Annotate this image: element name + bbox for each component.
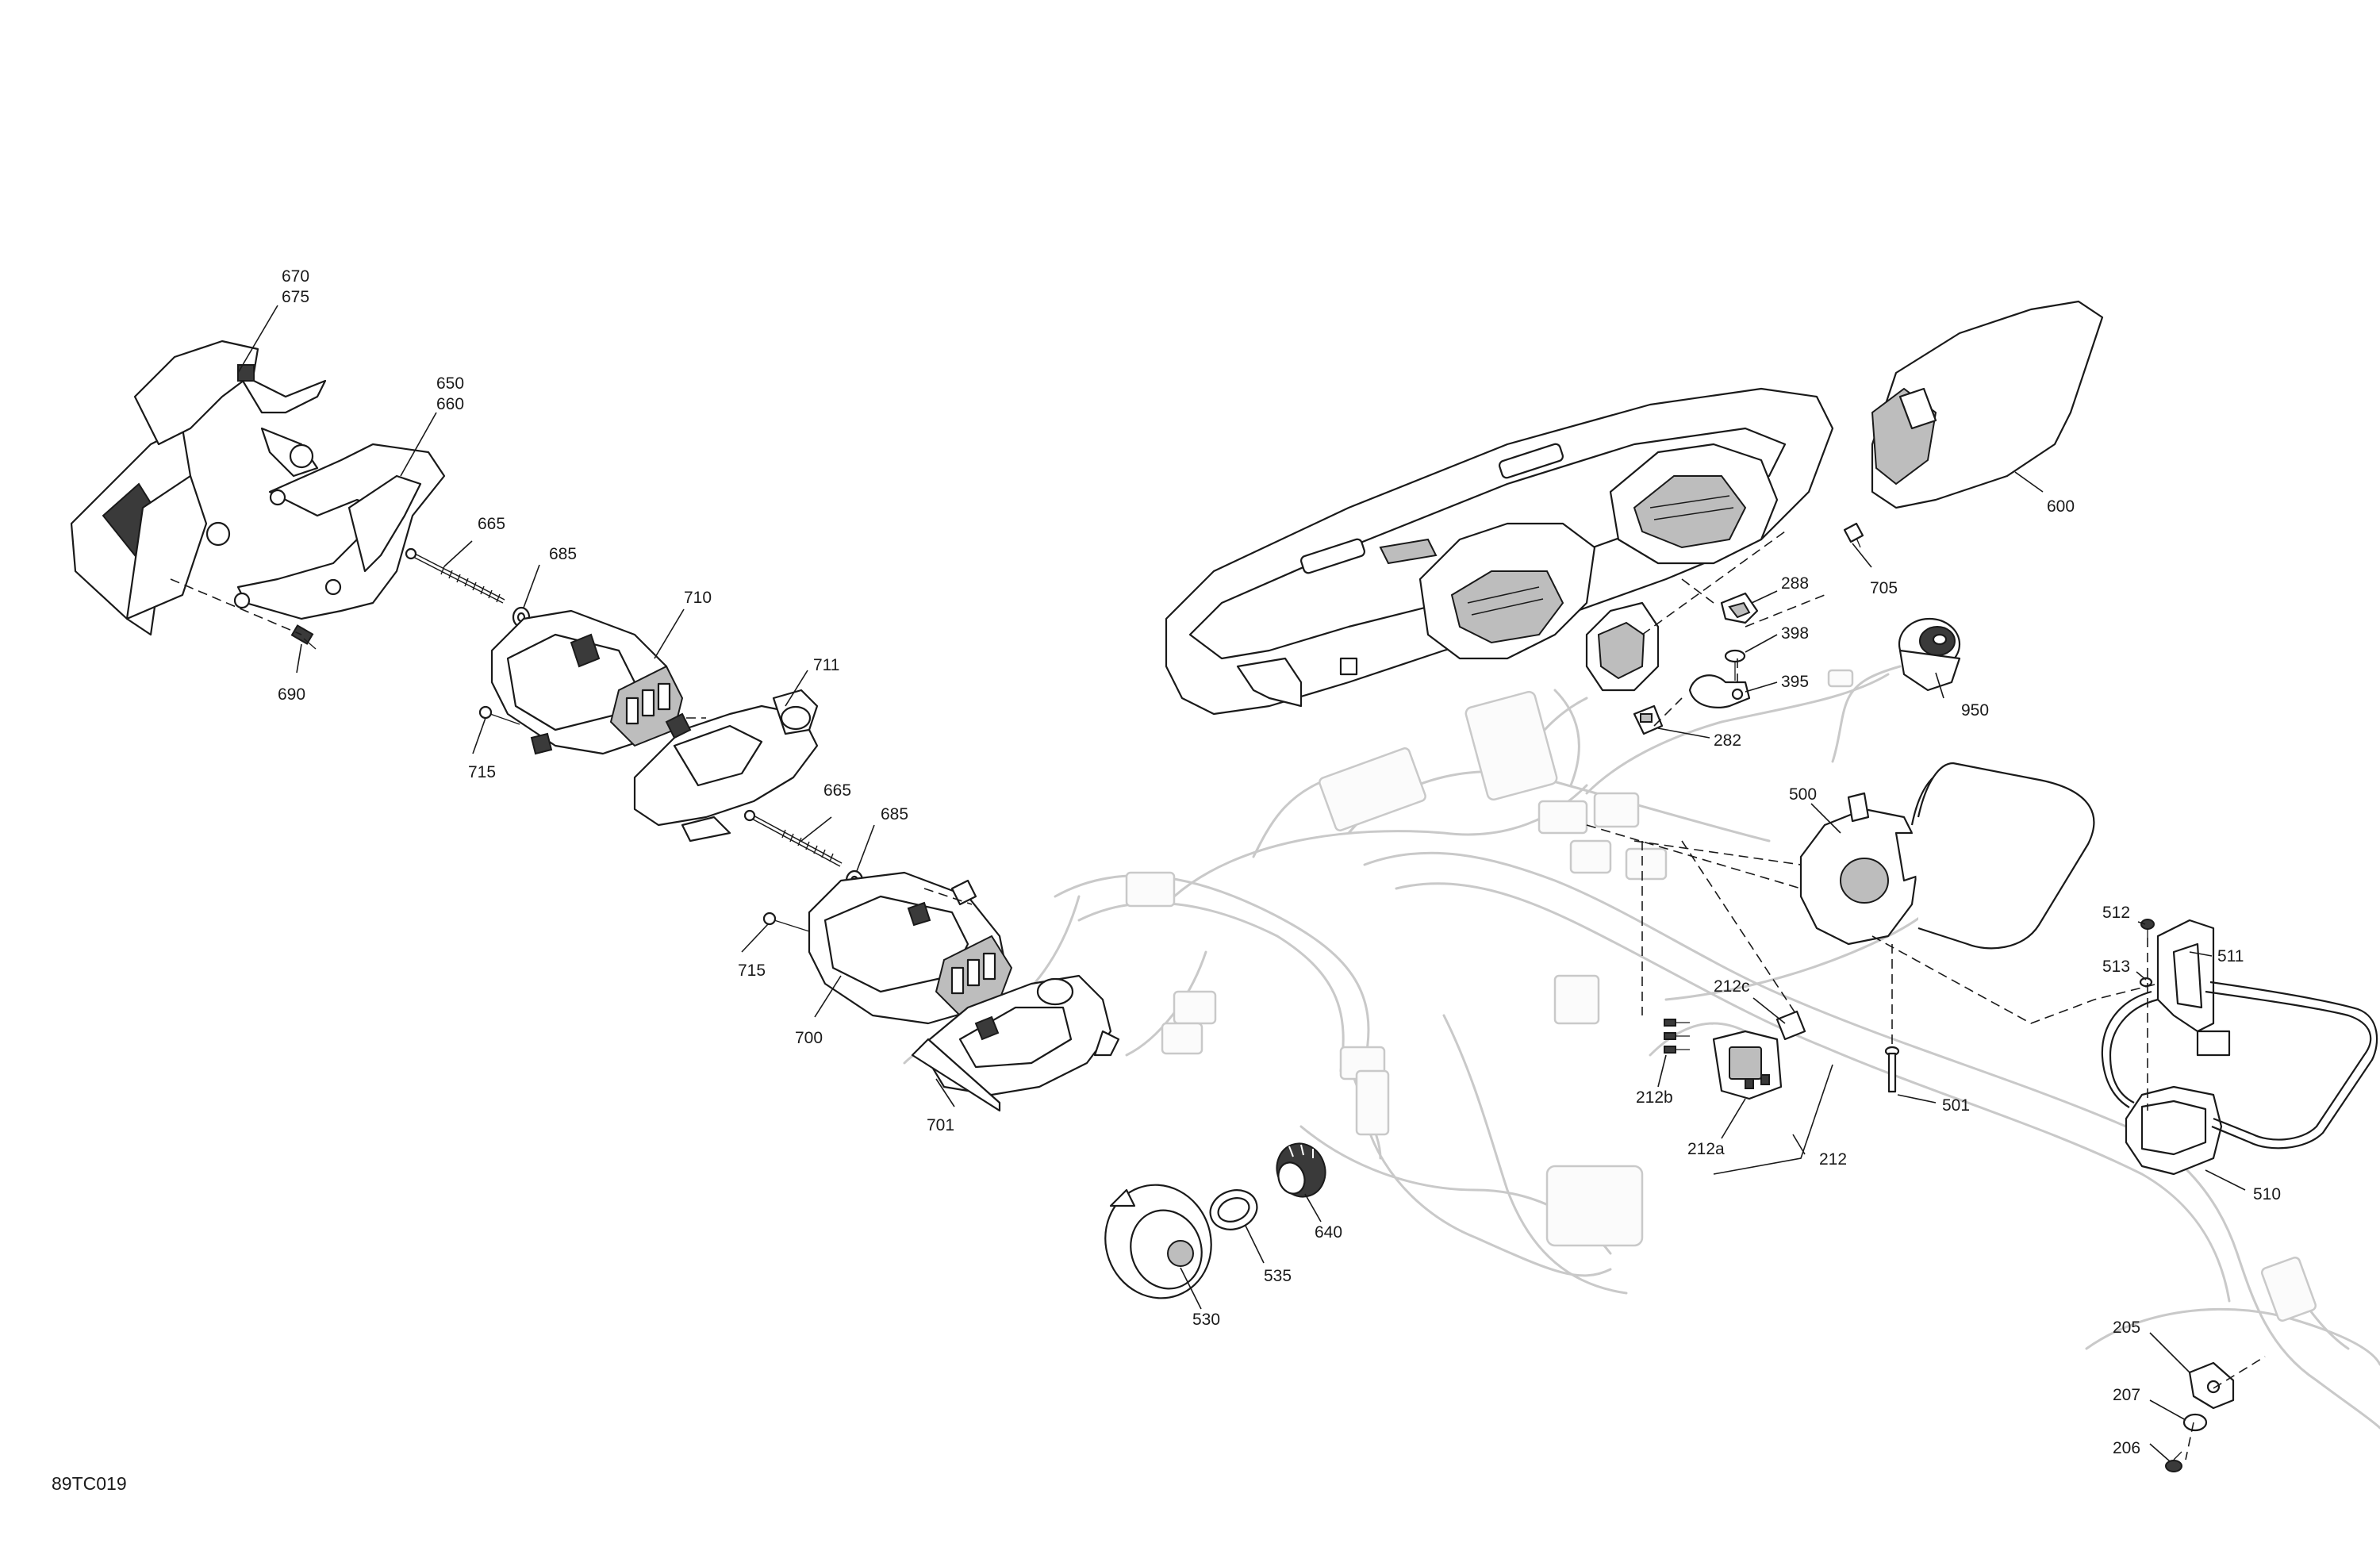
connector-282 bbox=[1633, 704, 1664, 735]
housing-670 bbox=[70, 340, 327, 636]
clamp-395 bbox=[1688, 674, 1751, 708]
bracket-650 bbox=[233, 443, 446, 620]
callout-513: 513 bbox=[2102, 958, 2130, 976]
callout-705: 705 bbox=[1870, 579, 1898, 597]
washer-207 bbox=[2182, 1413, 2208, 1432]
callout-715b: 715 bbox=[738, 961, 766, 980]
callout-205: 205 bbox=[2113, 1318, 2140, 1337]
wire-loop-510 bbox=[2205, 990, 2372, 1141]
callout-711: 711 bbox=[813, 656, 839, 674]
ring-535 bbox=[1209, 1189, 1258, 1230]
callout-282: 282 bbox=[1714, 731, 1741, 750]
callout-288: 288 bbox=[1781, 574, 1809, 593]
callout-207: 207 bbox=[2113, 1386, 2140, 1404]
screw-398 bbox=[1724, 649, 1746, 681]
callout-665b: 665 bbox=[823, 781, 851, 800]
module-510 bbox=[2125, 1085, 2223, 1176]
callout-395: 395 bbox=[1781, 673, 1809, 691]
callout-530: 530 bbox=[1192, 1311, 1220, 1329]
callout-212c: 212c bbox=[1714, 977, 1750, 996]
callout-500: 500 bbox=[1789, 785, 1817, 804]
callout-535: 535 bbox=[1264, 1267, 1292, 1285]
callout-640: 640 bbox=[1315, 1223, 1342, 1242]
module-700 bbox=[808, 871, 1013, 1025]
dash-690 bbox=[170, 578, 302, 635]
cover-600 bbox=[1871, 300, 2104, 509]
wire-loop-510-outer bbox=[2209, 981, 2378, 1150]
callout-665a: 665 bbox=[478, 515, 505, 533]
callout-501: 501 bbox=[1942, 1096, 1970, 1115]
screw-206 bbox=[2165, 1451, 2182, 1472]
wire-510-b bbox=[2101, 990, 2152, 1108]
switch-640 bbox=[1276, 1142, 1326, 1198]
dash-700 bbox=[923, 888, 973, 905]
callout-398: 398 bbox=[1781, 624, 1809, 643]
callout-701: 701 bbox=[927, 1116, 954, 1134]
leader-lines bbox=[237, 305, 2246, 1462]
assembly-dash-lines bbox=[1586, 578, 2266, 1460]
clip-288 bbox=[1720, 592, 1759, 624]
callout-685b: 685 bbox=[881, 805, 908, 823]
seal-212c bbox=[1775, 1010, 1806, 1041]
callout-206: 206 bbox=[2113, 1439, 2140, 1457]
callout-710: 710 bbox=[684, 589, 712, 607]
callout-690: 690 bbox=[278, 685, 305, 704]
bracket-212 bbox=[1713, 1064, 1833, 1175]
gauge-cluster-rear bbox=[1418, 443, 1779, 660]
clip-205 bbox=[2188, 1361, 2235, 1410]
callout-950: 950 bbox=[1961, 701, 1989, 720]
callout-511: 511 bbox=[2217, 947, 2244, 965]
callout-715a: 715 bbox=[468, 763, 496, 781]
bolt-665-lower bbox=[743, 809, 843, 867]
callout-510: 510 bbox=[2253, 1185, 2281, 1203]
screw-512 bbox=[2140, 919, 2155, 938]
wire-510-a bbox=[2109, 998, 2159, 1104]
terminals-212b bbox=[1664, 1019, 1690, 1054]
figure-code: 89TC019 bbox=[52, 1473, 127, 1494]
callout-212: 212 bbox=[1819, 1150, 1847, 1169]
connector-212a bbox=[1712, 1030, 1783, 1100]
screw-715-lower bbox=[762, 912, 810, 932]
knob-530 bbox=[1104, 1184, 1212, 1299]
callout-700: 700 bbox=[795, 1029, 823, 1047]
wiring-harness-ghost bbox=[903, 673, 2380, 1430]
bracket-511 bbox=[2156, 919, 2231, 1057]
screw-690 bbox=[290, 624, 317, 650]
callout-212a: 212a bbox=[1687, 1140, 1725, 1158]
callout-512: 512 bbox=[2102, 904, 2130, 922]
module-710 bbox=[490, 609, 684, 755]
bracket-711 bbox=[633, 689, 819, 843]
bolt-665-upper bbox=[405, 547, 505, 604]
relay-500 bbox=[1799, 792, 1929, 946]
bracket-701 bbox=[911, 974, 1120, 1112]
socket-950 bbox=[1827, 617, 1961, 763]
screw-705 bbox=[1843, 522, 1864, 548]
screw-501 bbox=[1884, 1046, 1900, 1093]
callout-685a: 685 bbox=[549, 545, 577, 563]
wire-loop-500-outer bbox=[1917, 762, 2095, 950]
callout-212b: 212b bbox=[1636, 1088, 1673, 1107]
callout-600: 600 bbox=[2047, 497, 2075, 516]
connector-main bbox=[1585, 601, 1660, 692]
